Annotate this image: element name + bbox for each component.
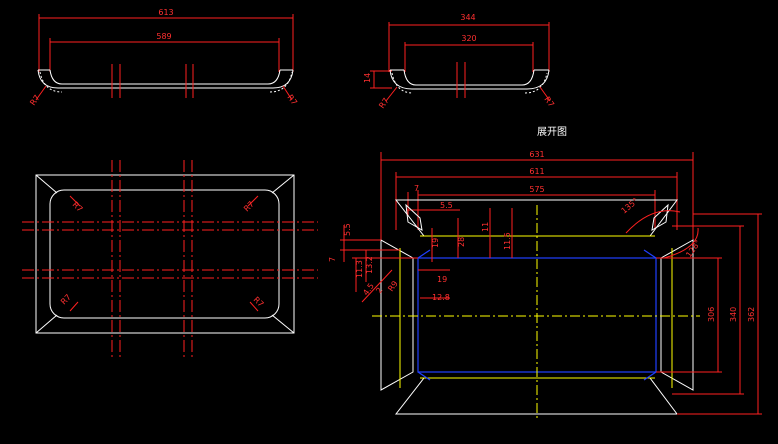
front-view: 613 589 R7 R7 [28,8,299,107]
unfold-angle-128: 128° [684,238,702,259]
unfold-dim-12-8: 12.8 [432,293,450,302]
unfold-dim-r9: R9 [386,279,399,293]
unfold-dim-306: 306 [707,307,716,322]
unfold-dim-5-5-left: 5.5 [343,223,352,236]
unfold-view: 展开图 631 611 575 7 5.5 [328,126,762,420]
unfold-dim-611: 611 [529,167,544,176]
unfold-dim-7-top: 7 [414,184,419,193]
side-view: 344 320 14 R7 R7 [363,13,556,110]
top-view: R7 R7 R7 R7 [22,160,318,358]
unfold-dim-19b: 19 [437,275,447,284]
unfold-dim-631: 631 [529,150,544,159]
top-radius-tr: R7 [242,200,256,214]
unfold-dim-11-3: 11.3 [355,260,364,278]
unfold-angle-135: 135° [620,196,641,215]
unfold-dim-340: 340 [729,307,738,322]
front-dim-589: 589 [156,32,171,41]
unfold-dim-362: 362 [747,307,756,322]
unfold-dim-13-2: 13.2 [365,256,374,274]
side-dim-14: 14 [363,73,372,83]
top-radius-tl: R7 [71,200,85,214]
unfold-dim-5-5-top: 5.5 [440,201,453,210]
side-radius-right: R7 [542,95,555,109]
unfold-title: 展开图 [537,126,567,138]
side-dim-320: 320 [461,34,476,43]
front-dim-613: 613 [158,8,173,17]
unfold-dim-7-left: 7 [328,257,337,262]
front-radius-right: R7 [285,93,298,107]
side-dim-344: 344 [460,13,475,22]
side-radius-left: R7 [377,96,390,110]
unfold-dim-115: 11.5 [503,232,512,250]
unfold-dim-28: 28 [457,237,466,247]
unfold-dim-11: 11 [481,222,490,232]
unfold-dim-2: 2 [374,286,384,295]
unfold-dim-19a: 19 [431,238,440,248]
unfold-dim-575: 575 [529,185,544,194]
top-radius-bl: R7 [59,293,73,307]
